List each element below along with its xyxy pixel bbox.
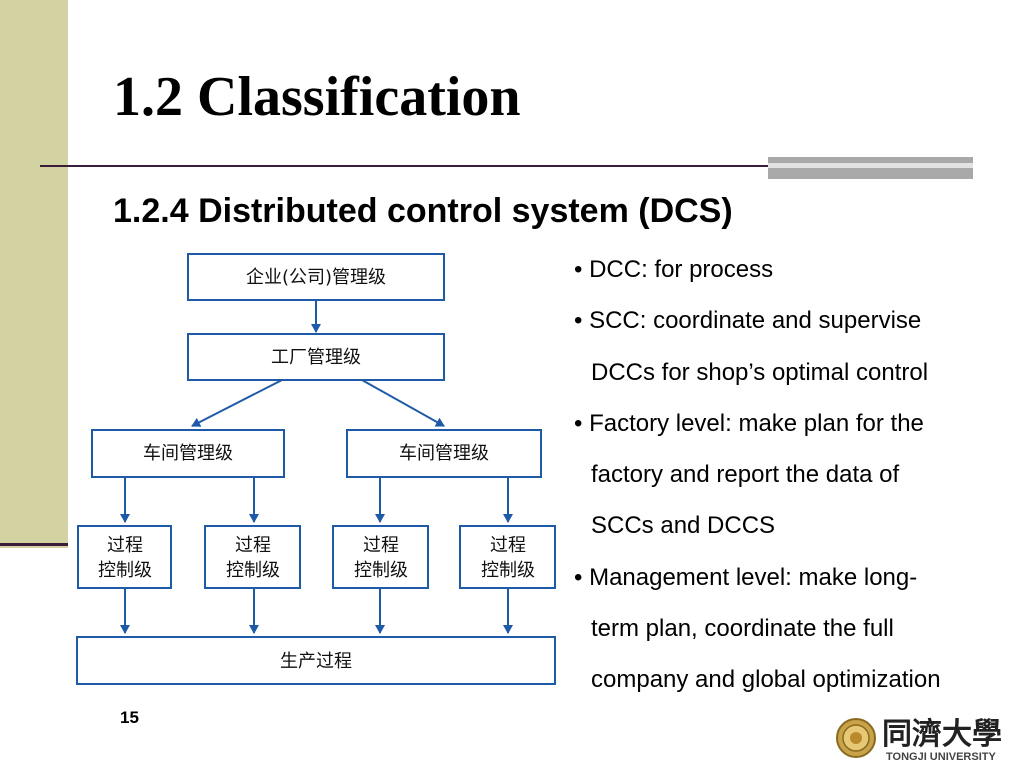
node-production-label: 生产过程 xyxy=(280,651,352,672)
node-process-control-3: 过程 控制级 xyxy=(332,525,429,589)
slide-title: 1.2 Classification xyxy=(113,66,521,128)
node-production-process: 生产过程 xyxy=(76,636,556,685)
tongji-university-logo: 同濟大學 TONGJI UNIVERSITY xyxy=(836,717,1002,763)
logo-chinese-name: 同濟大學 xyxy=(882,717,1002,752)
node-process-4-line1: 过程 xyxy=(490,535,526,556)
node-workshop-right: 车间管理级 xyxy=(346,429,542,478)
side-decoration-band xyxy=(0,0,68,548)
side-decoration-line xyxy=(0,543,68,546)
bullet-management-level-cont-1: term plan, coordinate the full xyxy=(591,615,894,643)
bullet-factory-level-cont-2: SCCs and DCCS xyxy=(591,512,776,540)
bullet-management-level-cont-2: company and global optimization xyxy=(591,666,941,694)
university-seal-icon xyxy=(836,718,876,758)
node-workshop-right-label: 车间管理级 xyxy=(399,443,489,464)
node-process-4-line2: 控制级 xyxy=(481,560,535,581)
page-number: 15 xyxy=(120,708,139,727)
node-process-1-line1: 过程 xyxy=(107,535,143,556)
node-process-1-line2: 控制级 xyxy=(98,560,152,581)
bullet-factory-level-cont-1: factory and report the data of xyxy=(591,461,900,489)
node-enterprise-label: 企业(公司)管理级 xyxy=(246,267,386,288)
title-divider-accent xyxy=(768,157,973,179)
bullet-scc: • SCC: coordinate and supervise xyxy=(574,307,922,335)
node-process-3-line2: 控制级 xyxy=(354,560,408,581)
node-factory-label: 工厂管理级 xyxy=(271,347,361,368)
node-process-control-2: 过程 控制级 xyxy=(204,525,301,589)
bullet-scc-cont: DCCs for shop’s optimal control xyxy=(591,358,929,386)
node-process-2-line2: 控制级 xyxy=(226,560,280,581)
node-process-2-line1: 过程 xyxy=(235,535,271,556)
node-factory-management: 工厂管理级 xyxy=(187,333,445,381)
dcs-hierarchy-diagram: 企业(公司)管理级 工厂管理级 车间管理级 车间管理级 过程 控制级 过程 控制… xyxy=(76,253,556,685)
edge-factory-workshop-left xyxy=(191,379,283,427)
bullet-management-level: • Management level: make long- xyxy=(574,563,918,591)
node-process-3-line1: 过程 xyxy=(363,535,399,556)
title-divider xyxy=(40,165,780,167)
node-process-control-4: 过程 控制级 xyxy=(459,525,556,589)
edge-factory-workshop-right xyxy=(361,379,445,427)
slide-subtitle: 1.2.4 Distributed control system (DCS) xyxy=(113,192,733,230)
bullet-factory-level: • Factory level: make plan for the xyxy=(574,409,924,437)
node-enterprise-management: 企业(公司)管理级 xyxy=(187,253,445,301)
node-process-control-1: 过程 控制级 xyxy=(77,525,172,589)
node-workshop-left: 车间管理级 xyxy=(91,429,285,478)
logo-english-name: TONGJI UNIVERSITY xyxy=(886,751,996,763)
bullet-dcc: • DCC: for process xyxy=(574,256,774,283)
bullet-list: • DCC: for process • SCC: coordinate and… xyxy=(574,244,1014,706)
node-workshop-left-label: 车间管理级 xyxy=(143,443,233,464)
